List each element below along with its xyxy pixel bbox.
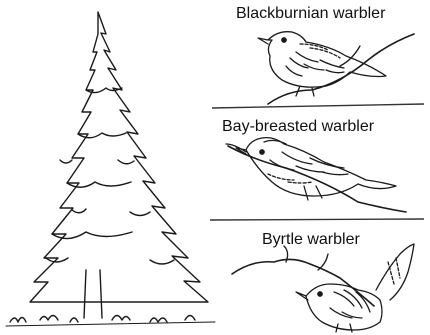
blackburnian-warbler-illustration	[258, 32, 414, 104]
byrtle-warbler-illustration	[232, 244, 414, 332]
bird-label-blackburnian-warbler: Blackburnian warbler	[236, 6, 385, 22]
divider-line	[210, 219, 424, 220]
bird-label-bay-breasted-warbler: Bay-breasted warbler	[222, 119, 374, 135]
divider-line	[212, 104, 424, 108]
bay-breasted-warbler-illustration	[226, 138, 406, 212]
bird-label-byrtle-warbler: Byrtle warbler	[262, 232, 360, 248]
spruce-tree-icon	[6, 12, 215, 326]
